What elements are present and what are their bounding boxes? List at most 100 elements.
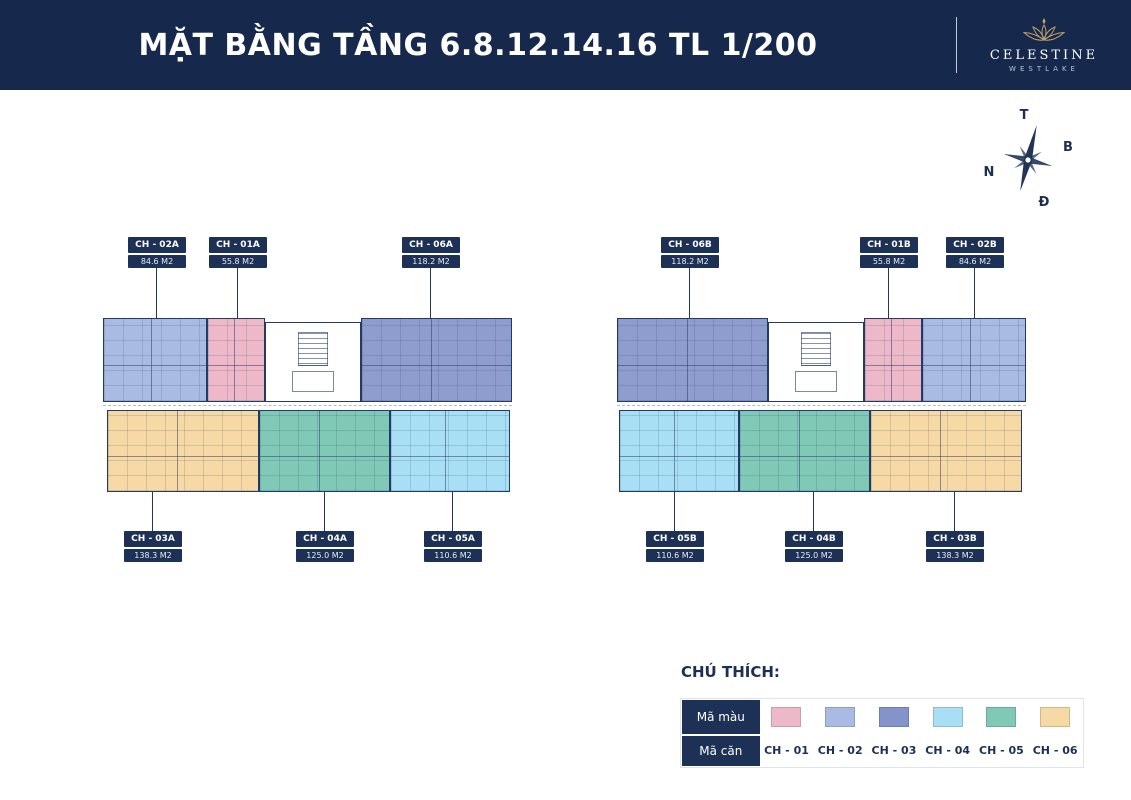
apartment-ch06b	[617, 318, 768, 402]
title-area: MẶT BẰNG TẦNG 6.8.12.14.16 TL 1/200	[0, 28, 956, 63]
apartment-ch03b	[870, 410, 1022, 492]
legend-swatch-cell	[760, 700, 814, 734]
color-swatch-ch01	[771, 707, 802, 727]
color-swatch-ch06	[1040, 707, 1071, 727]
legend-color-row: Mã màu	[682, 700, 1082, 734]
legend-title: CHÚ THÍCH:	[681, 663, 780, 681]
page-title: MẶT BẰNG TẦNG 6.8.12.14.16 TL 1/200	[138, 27, 818, 63]
legend-swatch-cell	[867, 700, 921, 734]
apartment-ch02a	[103, 318, 207, 402]
leader-line	[156, 268, 157, 318]
unit-code: CH - 06A	[402, 237, 460, 253]
legend-unit-ch03: CH - 03	[871, 744, 917, 757]
leader-line	[430, 268, 431, 318]
unit-label-ch01b: CH - 01B 55.8 M2	[860, 237, 918, 268]
compass-needles	[1003, 125, 1053, 192]
apartment-ch05a	[390, 410, 510, 492]
apartment-ch05b	[619, 410, 739, 492]
leader-line	[813, 492, 814, 531]
legend-table: Mã màu Mã căn CH - 01 CH - 02 CH - 03 CH…	[680, 698, 1084, 768]
unit-area: 84.6 M2	[946, 255, 1004, 268]
unit-code: CH - 01B	[860, 237, 918, 253]
unit-label-ch05b: CH - 05B 110.6 M2	[646, 531, 704, 562]
corridor-b	[617, 405, 1026, 406]
color-swatch-ch05	[986, 707, 1017, 727]
apartment-ch01b	[864, 318, 922, 402]
apartment-ch02b	[922, 318, 1026, 402]
unit-area: 118.2 M2	[661, 255, 719, 268]
compass-rose: T B N Đ	[984, 108, 1073, 210]
unit-area: 55.8 M2	[860, 255, 918, 268]
color-swatch-ch03	[878, 707, 909, 727]
color-swatch-ch02	[825, 707, 856, 727]
core-stairs-b	[768, 322, 864, 402]
unit-label-ch03b: CH - 03B 138.3 M2	[926, 531, 984, 562]
unit-label-ch04a: CH - 04A 125.0 M2	[296, 531, 354, 562]
leader-line	[324, 492, 325, 531]
leader-line	[674, 492, 675, 531]
color-swatch-ch04	[932, 707, 963, 727]
unit-code: CH - 06B	[661, 237, 719, 253]
unit-area: 84.6 M2	[128, 255, 186, 268]
legend-unit-ch04: CH - 04	[925, 744, 971, 757]
unit-label-ch05a: CH - 05A 110.6 M2	[424, 531, 482, 562]
unit-label-ch02b: CH - 02B 84.6 M2	[946, 237, 1004, 268]
unit-code: CH - 04B	[785, 531, 843, 547]
unit-code: CH - 02A	[128, 237, 186, 253]
apartment-ch06a	[361, 318, 512, 402]
legend-unit-ch02: CH - 02	[817, 744, 863, 757]
unit-area: 110.6 M2	[424, 549, 482, 562]
apartment-ch04a	[259, 410, 390, 492]
leader-line	[152, 492, 153, 531]
unit-code: CH - 01A	[209, 237, 267, 253]
unit-area: 125.0 M2	[296, 549, 354, 562]
unit-label-ch06a: CH - 06A 118.2 M2	[402, 237, 460, 268]
legend-unit-ch06: CH - 06	[1032, 744, 1078, 757]
unit-code: CH - 05A	[424, 531, 482, 547]
apartment-ch04b	[739, 410, 870, 492]
core-stairs-a	[265, 322, 361, 402]
compass-bottom-label: Đ	[1039, 195, 1050, 210]
leader-line	[689, 268, 690, 318]
leader-line	[452, 492, 453, 531]
brand-name: CELESTINE	[989, 47, 1099, 63]
compass-left-label: N	[984, 165, 995, 180]
compass-right-label: B	[1063, 140, 1073, 155]
legend-swatch-cell	[975, 700, 1029, 734]
unit-code: CH - 03B	[926, 531, 984, 547]
leader-line	[974, 268, 975, 318]
unit-area: 118.2 M2	[402, 255, 460, 268]
legend-color-row-header: Mã màu	[682, 700, 760, 734]
legend-swatch-cell	[921, 700, 975, 734]
unit-label-ch02a: CH - 02A 84.6 M2	[128, 237, 186, 268]
brand-logo: CELESTINE WESTLAKE	[957, 17, 1131, 73]
legend-unit-ch05: CH - 05	[979, 744, 1024, 757]
unit-area: 125.0 M2	[785, 549, 843, 562]
legend-swatch-cell	[1028, 700, 1082, 734]
unit-area: 55.8 M2	[209, 255, 267, 268]
unit-code: CH - 03A	[124, 531, 182, 547]
legend-unit-row-header: Mã căn	[682, 736, 760, 766]
apartment-ch01a	[207, 318, 265, 402]
corridor-a	[103, 405, 512, 406]
lotus-icon	[1022, 17, 1066, 41]
compass-top-label: T	[1020, 108, 1029, 123]
unit-code: CH - 05B	[646, 531, 704, 547]
apartment-ch03a	[107, 410, 259, 492]
unit-code: CH - 02B	[946, 237, 1004, 253]
leader-line	[954, 492, 955, 531]
header: MẶT BẰNG TẦNG 6.8.12.14.16 TL 1/200 CELE…	[0, 0, 1131, 90]
legend-swatch-cell	[813, 700, 867, 734]
legend-unit-ch01: CH - 01	[764, 744, 809, 757]
leader-line	[237, 268, 238, 318]
unit-label-ch03a: CH - 03A 138.3 M2	[124, 531, 182, 562]
unit-area: 138.3 M2	[124, 549, 182, 562]
brand-subname: WESTLAKE	[1009, 64, 1079, 73]
unit-area: 138.3 M2	[926, 549, 984, 562]
unit-label-ch06b: CH - 06B 118.2 M2	[661, 237, 719, 268]
header-divider	[956, 17, 957, 73]
unit-label-ch01a: CH - 01A 55.8 M2	[209, 237, 267, 268]
leader-line	[888, 268, 889, 318]
unit-code: CH - 04A	[296, 531, 354, 547]
